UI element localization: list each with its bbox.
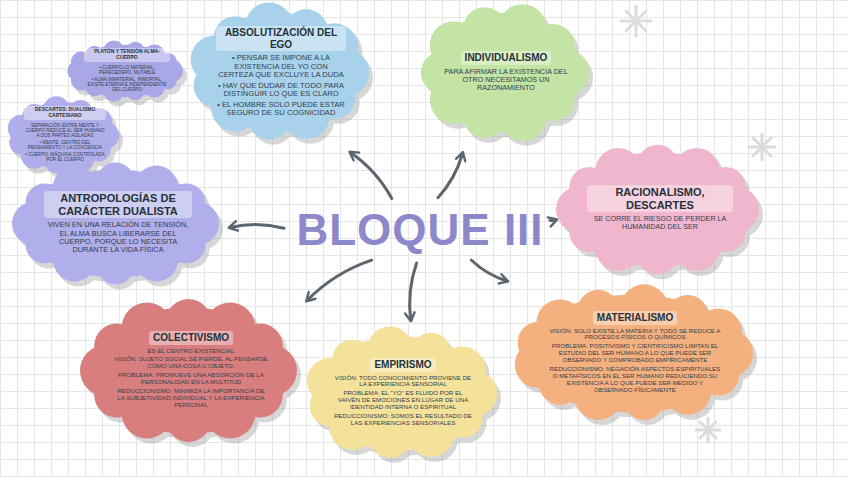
cloud-heading: RACIONALISMO, DESCARTES	[587, 185, 733, 212]
cloud-heading: PLATÓN Y TENSIÓN ALMA-CUERPO	[84, 48, 170, 62]
cloud-body-text: • PENSAR SE IMPONE A LA EXISTENCIA DEL Y…	[216, 54, 346, 80]
cloud-body-text: VISIÓN: TODO CONOCIMIENTO PROVIENE DE LA…	[334, 375, 472, 389]
cloud-body-text: • CUERPO: MÁQUINA CONTROLADA POR EL CUER…	[24, 152, 106, 162]
branch-arrow	[230, 225, 284, 229]
central-topic: BLOQUE III	[290, 203, 550, 257]
concept-cloud: ABSOLUTIZACIÓN DEL EGO • PENSAR SE IMPONE…	[188, 2, 374, 148]
cloud-content: ANTROPOLOGÍAS DE CARÁCTER DUALISTA VIVEN …	[44, 191, 192, 256]
branch-arrow	[471, 260, 507, 281]
central-title: BLOQUE III	[296, 208, 543, 252]
cloud-body-text: REDUCCIONISMO: NEGACIÓN ASPECTOS ESPIRIT…	[549, 366, 721, 394]
cloud-body-text: VISIÓN: SOLO EXISTE LA MATERIA Y TODO SE…	[549, 328, 721, 342]
cloud-heading: MATERIALISMO	[593, 311, 677, 325]
cloud-body-text: • CUERPO LO MATERIAL, PERECEDERO, MUTABL…	[84, 65, 170, 75]
branch-arrow	[550, 218, 556, 222]
concept-cloud: MATERIALISMO VISIÓN: SOLO EXISTE LA MATER…	[512, 284, 758, 428]
cloud-heading: INDIVIDUALISMO	[461, 51, 552, 65]
concept-cloud: EMPIRISMO VISIÓN: TODO CONOCIMIENTO PROVI…	[304, 326, 502, 466]
cloud-body-text: • HAY QUE DUDAR DE TODO PARA DISTINGUIR …	[216, 82, 346, 99]
cloud-body-text: VISIÓN: SUJETO SOCIAL SE PIERDE, AL PENS…	[113, 356, 269, 370]
branch-arrow	[438, 153, 463, 198]
branch-arrow	[410, 263, 417, 320]
branch-arrow	[307, 260, 372, 300]
cloud-body-text: ES EL CENTRO EXISTENCIAL	[147, 348, 234, 355]
cloud-body-text: • ALMA INMATERIAL, INMORTAL, EXISTE ETER…	[84, 77, 170, 92]
cloud-content: INDIVIDUALISMO PARA AFIRMAR LA EXISTENCIA…	[444, 51, 568, 94]
cloud-heading: EMPIRISMO	[370, 358, 435, 372]
sparkle	[621, 6, 651, 36]
cloud-body-text: • MENTE: CENTRO DEL PENSAMIENTO Y LA CON…	[24, 140, 106, 150]
cloud-heading: ABSOLUTIZACIÓN DEL EGO	[216, 26, 346, 51]
concept-cloud: COLECTIVISMO ES EL CENTRO EXISTENCIALVISI…	[80, 296, 302, 450]
cloud-content: MATERIALISMO VISIÓN: SOLO EXISTE LA MATER…	[549, 311, 721, 396]
cloud-heading: ANTROPOLOGÍAS DE CARÁCTER DUALISTA	[44, 191, 192, 218]
cloud-body-text: PARA AFIRMAR LA EXISTENCIA DEL OTRO NECE…	[444, 68, 568, 92]
cloud-content: DESCARTES: DUALISMO CARTESIANO SEPARACIÓN…	[24, 106, 106, 164]
cloud-body-text: PROBLEMA: POSITIVISMO Y CIENTIFICISMO LI…	[549, 343, 721, 364]
cloud-heading: COLECTIVISMO	[149, 331, 233, 345]
cloud-content: RACIONALISMO, DESCARTES SE CORRE EL RIESG…	[587, 185, 733, 233]
cloud-content: ABSOLUTIZACIÓN DEL EGO • PENSAR SE IMPONE…	[216, 26, 346, 120]
concept-cloud: ANTROPOLOGÍAS DE CARÁCTER DUALISTA VIVEN …	[12, 160, 224, 292]
cloud-body-text: VIVEN EN UNA RELACIÓN DE TENSIÓN, EL ALM…	[44, 221, 192, 254]
cloud-body-text: REDUCCIONISMO: SOMOS EL RESULTADO DE LAS…	[334, 413, 472, 427]
cloud-content: EMPIRISMO VISIÓN: TODO CONOCIMIENTO PROVI…	[334, 358, 472, 429]
cloud-heading: DESCARTES: DUALISMO CARTESIANO	[24, 106, 106, 120]
concept-cloud: INDIVIDUALISMO PARA AFIRMAR LA EXISTENCIA…	[418, 2, 594, 148]
branch-arrow	[350, 152, 391, 198]
cloud-body-text: SE CORRE EL RIESGO DE PERDER LA HUMANIDA…	[587, 215, 733, 231]
concept-cloud: RACIONALISMO, DESCARTES SE CORRE EL RIESG…	[556, 142, 764, 282]
cloud-body-text: REDUCCIONISMO: MINIMIZA LA IMPORTANCIA D…	[113, 388, 269, 409]
cloud-body-text: PROBLEMA: PROMUEVE UNA ABSORCIÓN DE LA P…	[113, 372, 269, 386]
cloud-content: COLECTIVISMO ES EL CENTRO EXISTENCIALVISI…	[113, 331, 269, 411]
cloud-content: PLATÓN Y TENSIÓN ALMA-CUERPO • CUERPO LO …	[84, 48, 170, 94]
cloud-body-text: PROBLEMA: EL "YO" ES FLUIDO POR EL VAIVÉ…	[334, 390, 472, 411]
concept-cloud: PLATÓN Y TENSIÓN ALMA-CUERPO • CUERPO LO …	[66, 40, 188, 107]
cloud-body-text: SEPARACIÓN ENTRE MENTE Y CUERPO REDUCE A…	[24, 123, 106, 138]
sparkle	[696, 418, 720, 442]
sparkle	[749, 134, 775, 160]
cloud-body-text: • EL HOMBRE SOLO PUEDE ESTAR SEGURO DE S…	[216, 101, 346, 118]
